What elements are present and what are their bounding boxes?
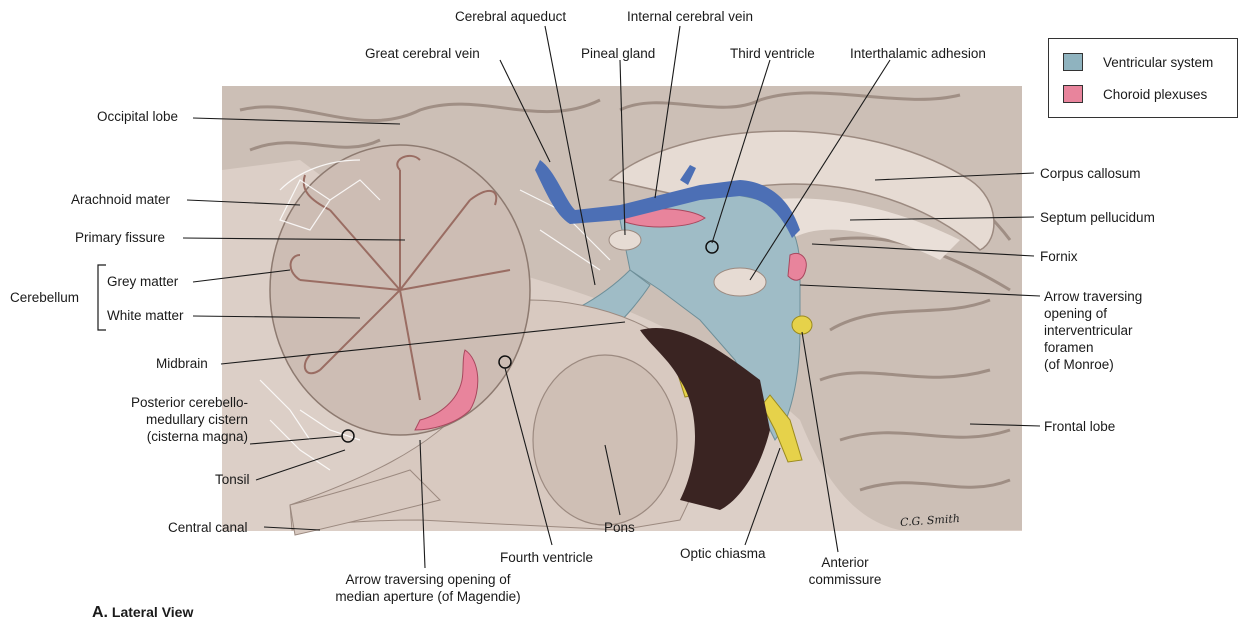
label-central-canal: Central canal bbox=[168, 519, 248, 536]
label-midbrain: Midbrain bbox=[156, 355, 208, 372]
caption-letter: A. bbox=[92, 604, 108, 621]
label-fornix: Fornix bbox=[1040, 248, 1078, 265]
legend-label-ventricular: Ventricular system bbox=[1103, 55, 1213, 70]
legend: Ventricular system Choroid plexuses bbox=[1048, 38, 1238, 118]
label-frontal-lobe: Frontal lobe bbox=[1044, 418, 1115, 435]
caption-text: Lateral View bbox=[112, 604, 193, 620]
label-arrow-magendie: Arrow traversing opening of median apert… bbox=[308, 571, 548, 605]
label-arrow-monroe: Arrow traversing opening of interventric… bbox=[1044, 288, 1142, 373]
label-septum-pellucidum: Septum pellucidum bbox=[1040, 209, 1155, 226]
label-occipital-lobe: Occipital lobe bbox=[97, 108, 178, 125]
pons-shape bbox=[533, 355, 677, 525]
anterior-commissure-shape bbox=[792, 316, 812, 334]
label-arachnoid-mater: Arachnoid mater bbox=[71, 191, 170, 208]
label-primary-fissure: Primary fissure bbox=[75, 229, 165, 246]
label-great-cerebral-vein: Great cerebral vein bbox=[365, 45, 480, 62]
label-pineal-gland: Pineal gland bbox=[581, 45, 655, 62]
label-cerebral-aqueduct: Cerebral aqueduct bbox=[455, 8, 566, 25]
legend-swatch-ventricular bbox=[1063, 53, 1083, 71]
label-tonsil: Tonsil bbox=[215, 471, 250, 488]
label-optic-chiasma: Optic chiasma bbox=[680, 545, 766, 562]
label-anterior-commissure: Anterior commissure bbox=[800, 554, 890, 588]
label-fourth-ventricle: Fourth ventricle bbox=[500, 549, 593, 566]
label-pons: Pons bbox=[604, 519, 635, 536]
figure-caption: A. Lateral View bbox=[92, 604, 193, 622]
label-posterior-cistern: Posterior cerebello- medullary cistern (… bbox=[100, 394, 248, 445]
label-grey-matter: Grey matter bbox=[107, 273, 178, 290]
label-interthalamic-adhesion: Interthalamic adhesion bbox=[850, 45, 986, 62]
label-white-matter: White matter bbox=[107, 307, 184, 324]
label-internal-cerebral-vein: Internal cerebral vein bbox=[627, 8, 753, 25]
legend-label-choroid: Choroid plexuses bbox=[1103, 87, 1207, 102]
cerebellum-bracket bbox=[98, 265, 106, 330]
legend-row-ventricular: Ventricular system bbox=[1063, 51, 1213, 73]
label-corpus-callosum: Corpus callosum bbox=[1040, 165, 1141, 182]
legend-swatch-choroid bbox=[1063, 85, 1083, 103]
label-cerebellum: Cerebellum bbox=[10, 289, 79, 306]
legend-row-choroid: Choroid plexuses bbox=[1063, 83, 1207, 105]
interthalamic-adhesion-shape bbox=[714, 268, 766, 296]
label-third-ventricle: Third ventricle bbox=[730, 45, 815, 62]
